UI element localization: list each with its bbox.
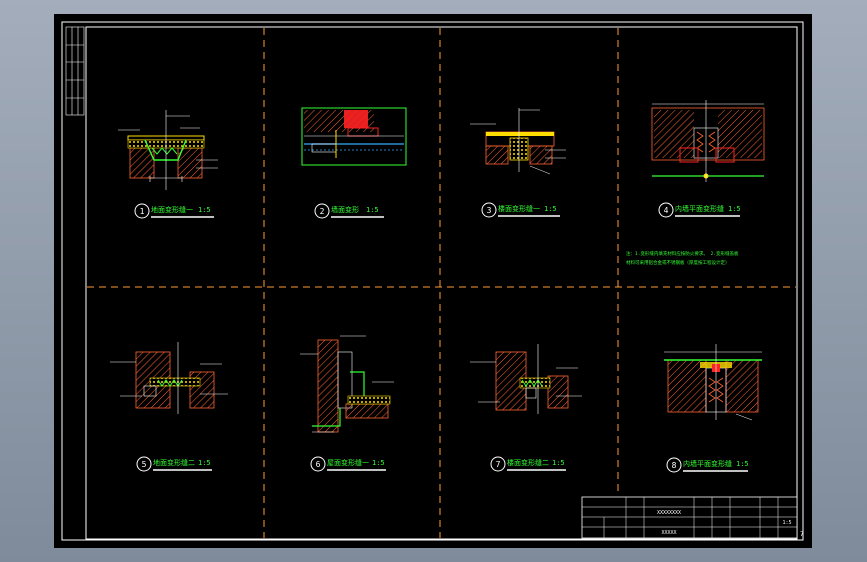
detail-label-3[interactable]: 3 楼面变形缝一 1:5 bbox=[481, 202, 560, 218]
general-note: 注：1.变形缝内填充材料应按防火要求。 2.变形缝盖板 材料可采用铝合金或不锈钢… bbox=[626, 250, 739, 266]
detail-label-6[interactable]: 6 屋面变形缝一 1:5 bbox=[310, 456, 386, 472]
left-margin-strip bbox=[65, 26, 85, 116]
detail-title: 地面变形缝一 bbox=[151, 205, 193, 214]
detail-scale: 1:5 bbox=[198, 206, 211, 214]
note-line-2: 材料可采用铝合金或不锈钢板（厚度按工程设计定） bbox=[626, 259, 730, 266]
detail-number-circle bbox=[310, 456, 326, 472]
drawing-scale: 1:5 bbox=[782, 520, 791, 526]
detail-number: 6 bbox=[316, 460, 321, 469]
detail-label-8[interactable]: 8 内墙平面变形缝 1:5 bbox=[666, 457, 749, 473]
detail-number-circle bbox=[666, 457, 682, 473]
sheet-number: 7 bbox=[800, 531, 804, 538]
detail-5-drawing[interactable] bbox=[110, 342, 228, 414]
detail-number-circle bbox=[314, 203, 330, 219]
detail-scale: 1:5 bbox=[366, 206, 379, 214]
detail-number: 1 bbox=[140, 207, 145, 216]
detail-number-circle bbox=[134, 203, 150, 219]
detail-label-7[interactable]: 7 楼面变形缝二 1:5 bbox=[490, 456, 566, 472]
detail-scale: 1:5 bbox=[372, 459, 385, 467]
detail-title: 屋面变形缝一 bbox=[327, 458, 369, 467]
detail-number-circle bbox=[481, 202, 497, 218]
detail-label-2[interactable]: 2 墙面变形 1:5 bbox=[314, 203, 384, 219]
detail-number: 7 bbox=[496, 460, 501, 469]
drawing-sheet bbox=[54, 14, 812, 548]
detail-number: 8 bbox=[672, 461, 677, 470]
detail-6-drawing[interactable] bbox=[300, 335, 394, 433]
title-block-grid bbox=[582, 497, 797, 538]
sheet-gridlines bbox=[87, 28, 796, 538]
detail-title: 墙面变形 bbox=[331, 205, 359, 214]
title-block-border bbox=[581, 496, 798, 539]
detail-number: 5 bbox=[142, 460, 147, 469]
detail-number: 4 bbox=[664, 206, 669, 215]
note-line-1: 注：1.变形缝内填充材料应按防火要求。 2.变形缝盖板 bbox=[626, 250, 739, 257]
detail-label-5[interactable]: 5 地面变形缝二 1:5 bbox=[136, 456, 212, 472]
detail-number-circle bbox=[136, 456, 152, 472]
detail-8-drawing[interactable] bbox=[664, 344, 762, 421]
detail-number: 3 bbox=[487, 206, 492, 215]
title-block[interactable]: XXXXXXXX XXXXX 1:5 7 bbox=[581, 496, 804, 539]
detail-scale: 1:5 bbox=[552, 459, 565, 467]
detail-scale: 1:5 bbox=[736, 460, 749, 468]
detail-title: 地面变形缝二 bbox=[153, 458, 195, 467]
detail-scale: 1:5 bbox=[728, 205, 741, 213]
project-name: XXXXXXXX bbox=[657, 510, 681, 516]
outer-frame bbox=[61, 21, 804, 541]
detail-number-circle bbox=[490, 456, 506, 472]
detail-scale: 1:5 bbox=[198, 459, 211, 467]
detail-scale: 1:5 bbox=[544, 205, 557, 213]
detail-title: 楼面变形缝一 bbox=[498, 204, 540, 213]
detail-7-drawing[interactable] bbox=[470, 344, 582, 414]
detail-3-drawing[interactable] bbox=[470, 108, 566, 175]
detail-title: 内墙平面变形缝 bbox=[683, 459, 732, 468]
drawing-name: XXXXX bbox=[661, 530, 676, 536]
detail-label-4[interactable]: 4 内墙平面变形缝 1:5 bbox=[658, 202, 741, 218]
inner-frame bbox=[85, 26, 798, 540]
detail-number-circle bbox=[658, 202, 674, 218]
detail-label-1[interactable]: 1 地面变形缝一 1:5 bbox=[134, 203, 214, 219]
detail-2-drawing[interactable] bbox=[301, 107, 407, 166]
detail-4-drawing[interactable] bbox=[651, 100, 765, 182]
detail-1-drawing[interactable] bbox=[118, 110, 218, 190]
detail-title: 楼面变形缝二 bbox=[507, 458, 549, 467]
detail-number: 2 bbox=[320, 207, 325, 216]
detail-title: 内墙平面变形缝 bbox=[675, 204, 724, 213]
